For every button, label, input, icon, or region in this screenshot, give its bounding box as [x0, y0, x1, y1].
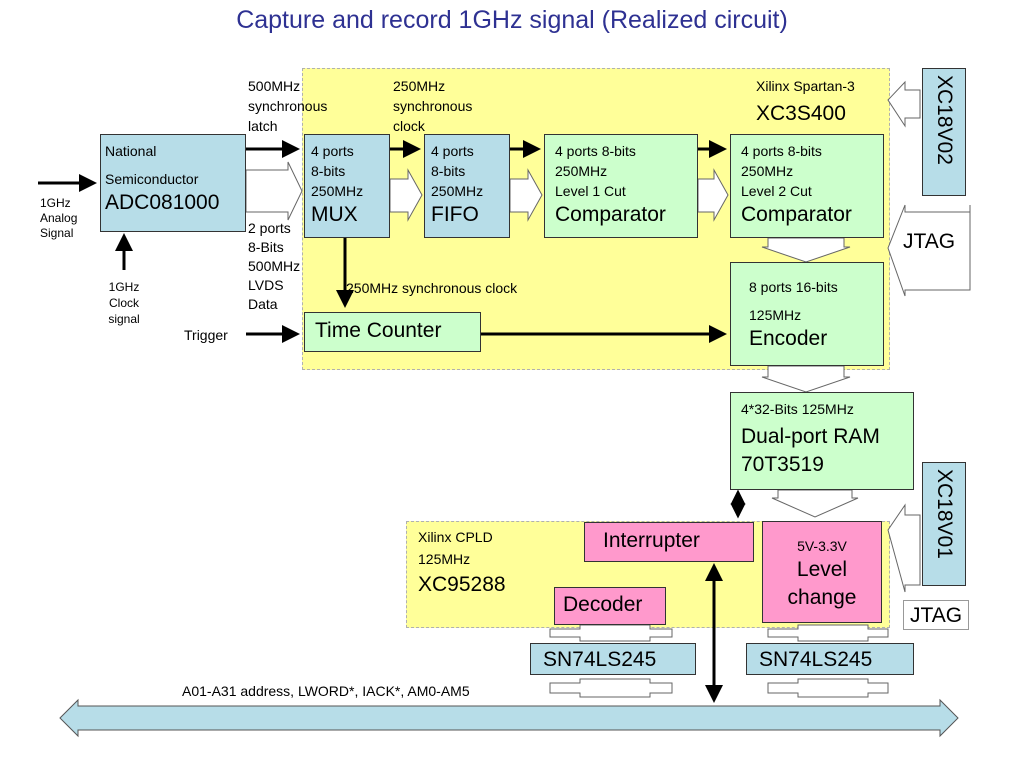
- adc-vendor: National: [105, 143, 157, 159]
- encoder-ram-arrow: [761, 365, 851, 393]
- comparator2-name: Comparator: [741, 203, 852, 226]
- mux-block: 4 ports 8-bits 250MHz MUX: [304, 134, 390, 238]
- fpga-part: XC3S400: [756, 102, 846, 125]
- time-counter-block: Time Counter: [304, 312, 481, 352]
- dual-port-ram-block: 4*32-Bits 125MHz Dual-port RAM 70T3519: [730, 392, 914, 490]
- decoder-block: Decoder: [554, 587, 666, 625]
- bus-buffer-2: SN74LS245: [746, 643, 914, 675]
- ram-level-arrow: [771, 489, 859, 518]
- mux-name: MUX: [311, 203, 358, 226]
- page-title: Capture and record 1GHz signal (Realized…: [236, 6, 788, 34]
- trigger-label: Trigger: [184, 327, 228, 343]
- bus-label: A01-A31 address, LWORD*, IACK*, AM0-AM5: [182, 683, 470, 699]
- jtag-top-connector: [887, 204, 971, 297]
- prom-top-connector: [887, 80, 921, 128]
- fpga-vendor: Xilinx Spartan-3: [756, 78, 855, 94]
- comparator-level2-block: 4 ports 8-bits 250MHz Level 2 Cut Compar…: [730, 134, 884, 238]
- buffer2-bus-link: [767, 678, 889, 698]
- cpld-part: XC95288: [418, 573, 506, 596]
- lvds-data-arrow: [245, 161, 303, 221]
- bus-buffer-1: SN74LS245: [530, 643, 696, 675]
- backplane-bus: [59, 698, 959, 738]
- encoder-block: 8 ports 16-bits 125MHz Encoder: [730, 262, 884, 366]
- fifo-comp1-data-arrow: [509, 168, 543, 222]
- sync-clock-label: 250MHz synchronous clock: [346, 280, 518, 296]
- jtag-label-bottom: JTAG: [903, 600, 969, 630]
- cpld-freq: 125MHz: [418, 551, 471, 567]
- comp1-comp2-data-arrow: [697, 168, 729, 222]
- comparator-level1-block: 4 ports 8-bits 250MHz Level 1 Cut Compar…: [544, 134, 698, 238]
- comp2-encoder-arrow: [761, 237, 851, 263]
- fifo-block: 4 ports 8-bits 250MHz FIFO: [424, 134, 510, 238]
- encoder-name: Encoder: [749, 327, 828, 350]
- cpld-vendor: Xilinx CPLD: [418, 529, 493, 545]
- adc-vendor2: Semiconductor: [105, 171, 199, 187]
- fifo-name: FIFO: [431, 203, 479, 226]
- buffer1-bus-link: [549, 678, 673, 698]
- adc-block: National Semiconductor ADC081000: [100, 134, 246, 232]
- jtag-label-top: JTAG: [903, 230, 956, 253]
- mux-fifo-data-arrow: [389, 168, 423, 222]
- level-change-block: 5V-3.3V Level change: [762, 521, 882, 623]
- decoder-buffer-link: [549, 624, 673, 642]
- adc-part: ADC081000: [105, 191, 220, 214]
- prom-xc18v01: XC18V01: [922, 462, 966, 586]
- level-buffer-link: [767, 624, 889, 642]
- interrupter-block: Interrupter: [584, 522, 754, 562]
- prom-xc18v02: XC18V02: [922, 68, 966, 196]
- comparator1-name: Comparator: [555, 203, 666, 226]
- prom-bottom-connector: [887, 503, 921, 593]
